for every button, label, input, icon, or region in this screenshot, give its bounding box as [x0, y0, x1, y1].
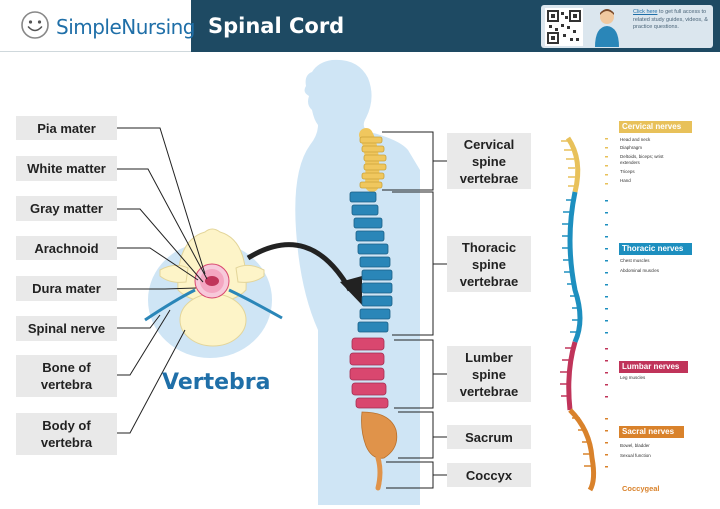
- header-bar: SimpleNursing Spinal Cord Click here to …: [0, 0, 720, 52]
- label-spinal-nerve: Spinal nerve: [16, 316, 117, 341]
- nerve-function: Abdominal muscles: [620, 268, 660, 273]
- nerve-spine-diagram: [560, 136, 597, 492]
- nerve-function: Bowel, bladder: [620, 443, 650, 448]
- arrow-icon: [246, 242, 353, 292]
- nerve-function: Triceps: [620, 169, 635, 174]
- label-lumber-spine: Lumber spine vertebrae: [447, 346, 531, 402]
- lumbar-nerves-header: Lumbar nerves: [619, 361, 688, 373]
- segment-markers: [605, 138, 608, 468]
- leader-lines: [117, 127, 208, 434]
- smiley-logo-icon: [21, 11, 49, 39]
- label-bone-of-vertebra: Bone of vertebra: [16, 355, 117, 397]
- thoracic-nerves-header: Thoracic nerves: [619, 243, 692, 255]
- vertebra-cross-section: [144, 228, 283, 347]
- label-gray-matter: Gray matter: [16, 196, 117, 221]
- qr-code-icon: [545, 8, 583, 46]
- spine: [349, 128, 398, 491]
- label-body-of-vertebra: Body of vertebra: [16, 413, 117, 455]
- logo[interactable]: SimpleNursing: [0, 0, 196, 52]
- promo-text: Click here to get full access to related…: [633, 9, 711, 32]
- nerve-function: Leg muscles: [620, 375, 646, 380]
- nerve-function: Head and neck: [620, 137, 651, 142]
- promo-banner[interactable]: Click here to get full access to related…: [541, 5, 713, 48]
- promo-description: to get full access to related study guid…: [633, 9, 708, 30]
- promo-link[interactable]: Click here: [633, 9, 658, 15]
- label-cervical-spine: Cervical spine vertebrae: [447, 133, 531, 189]
- page-title: Spinal Cord: [208, 14, 345, 38]
- cervical-nerves-header: Cervical nerves: [619, 121, 692, 133]
- vertebra-caption: Vertebra: [162, 370, 271, 395]
- logo-text: SimpleNursing: [56, 15, 196, 39]
- label-dura-mater: Dura mater: [16, 276, 117, 301]
- nerve-function: Diaphragm: [620, 145, 643, 150]
- label-pia-mater: Pia mater: [16, 116, 117, 140]
- label-coccyx: Coccyx: [447, 463, 531, 487]
- coccygeal-label: Coccygeal: [622, 484, 660, 493]
- nerve-function: Deltoids, biceps; wrist extenders: [620, 154, 664, 165]
- nerve-function: Sexual function: [620, 453, 651, 458]
- nurse-avatar-icon: [595, 9, 619, 47]
- label-white-matter: White matter: [16, 156, 117, 181]
- sacral-nerves-header: Sacral nerves: [619, 426, 684, 438]
- label-thoracic-spine: Thoracic spine vertebrae: [447, 236, 531, 292]
- nerve-function: Hand: [620, 178, 631, 183]
- label-arachnoid: Arachnoid: [16, 236, 117, 260]
- region-brackets: [382, 131, 447, 489]
- label-sacrum: Sacrum: [447, 425, 531, 449]
- nerve-function: Chest muscles: [620, 258, 650, 263]
